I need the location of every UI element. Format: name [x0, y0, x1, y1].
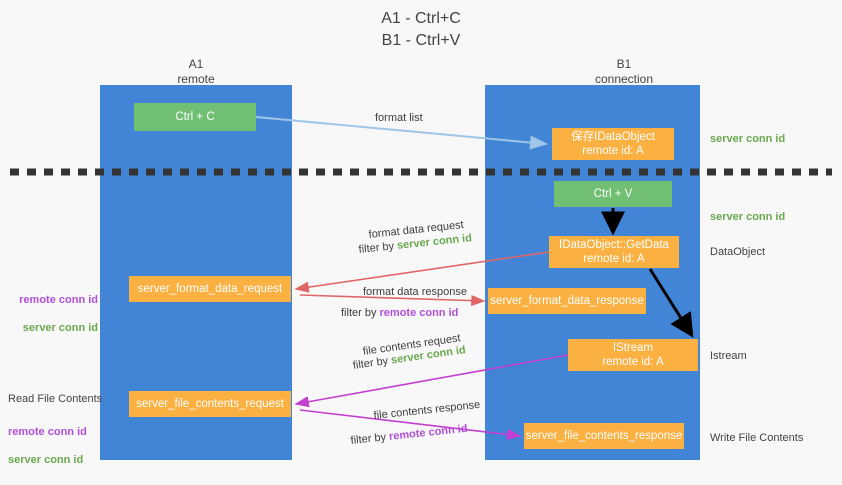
caption-filter-prefix-4: filter by [350, 430, 390, 447]
label-write-file-contents: Write File Contents [710, 432, 804, 444]
diagram-title: A1 - Ctrl+C B1 - Ctrl+V [381, 10, 461, 49]
label-istream: Istream [710, 350, 747, 362]
label-conn-ids-file: remote conn id server conn id [8, 411, 138, 481]
box-save-idataobject[interactable]: 保存IDataObject remote id: A [552, 128, 674, 160]
box-idataobject-getdata[interactable]: IDataObject::GetData remote id: A [549, 236, 679, 268]
caption-filter-value-remote-conn-id-2: remote conn id [388, 422, 469, 443]
caption-file-contents-response-filter: filter by remote conn id [350, 422, 468, 448]
caption-filter-prefix-2: filter by [341, 307, 380, 319]
caption-format-data-response: format data response [363, 286, 467, 298]
box-server-file-contents-response[interactable]: server_file_contents_response [524, 423, 684, 449]
caption-filter-prefix: filter by [358, 239, 398, 256]
label-server-conn-id-left-2: server conn id [8, 454, 84, 466]
column-header-b1: B1 connection [594, 57, 654, 86]
column-header-a1: A1 remote [177, 57, 215, 86]
caption-file-contents-response: file contents response [373, 398, 481, 422]
label-remote-conn-id-1: remote conn id [19, 294, 98, 306]
caption-format-list: format list [375, 112, 423, 124]
box-istream[interactable]: IStream remote id: A [568, 339, 698, 371]
label-read-file-contents: Read File Contents [8, 393, 103, 405]
box-ctrl-v[interactable]: Ctrl + V [554, 181, 672, 207]
box-server-file-contents-request[interactable]: server_file_contents_request [129, 391, 291, 417]
label-conn-ids-format: remote conn id server conn id [8, 279, 98, 349]
label-server-conn-id-mid: server conn id [710, 211, 786, 223]
caption-filter-value-remote-conn-id: remote conn id [379, 307, 459, 319]
caption-filter-prefix-3: filter by [352, 354, 392, 372]
box-ctrl-c[interactable]: Ctrl + C [134, 103, 256, 131]
label-server-conn-id-left-1: server conn id [22, 322, 98, 334]
label-remote-conn-id-2: remote conn id [8, 426, 87, 438]
caption-format-data-response-filter: filter by remote conn id [341, 306, 458, 320]
label-dataobject: DataObject [710, 246, 766, 258]
box-server-format-data-request[interactable]: server_format_data_request [129, 276, 291, 302]
label-server-conn-id-top: server conn id [710, 133, 786, 145]
box-server-format-data-response[interactable]: server_format_data_response [488, 288, 646, 314]
